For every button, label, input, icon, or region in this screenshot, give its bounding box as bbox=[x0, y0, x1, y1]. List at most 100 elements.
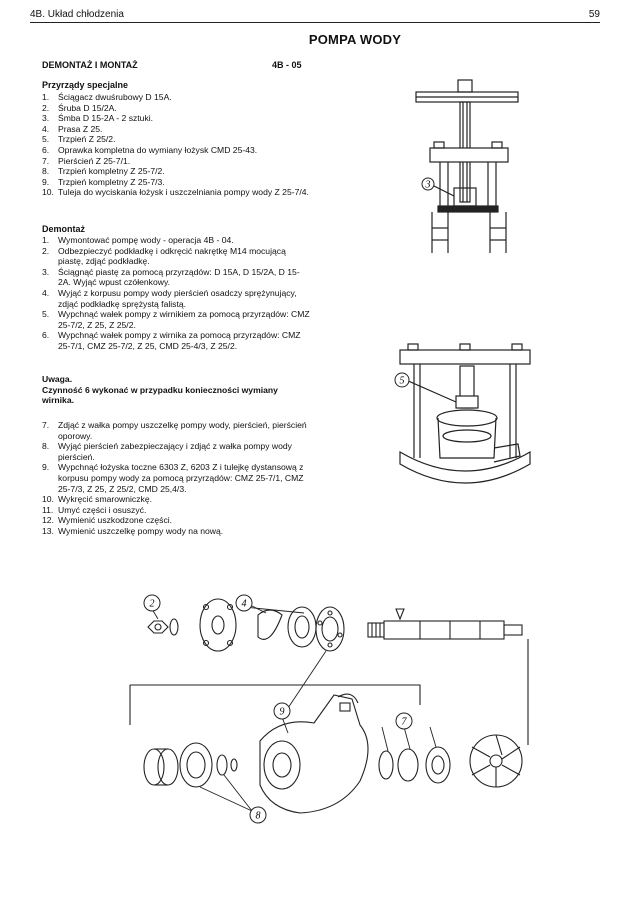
tool-item-text: Śmba D 15-2A - 2 sztuki. bbox=[58, 113, 154, 124]
svg-text:2: 2 bbox=[150, 599, 155, 610]
exploded-callouts: 2 4 9 7 8 bbox=[143, 594, 413, 824]
pump-housing bbox=[259, 694, 369, 814]
tool-item: 9.Trzpień kompletny Z 25-7/3. bbox=[42, 177, 310, 188]
svg-text:9: 9 bbox=[280, 707, 285, 718]
svg-text:5: 5 bbox=[400, 376, 405, 387]
demontaz-step-item: 2. Odbezpieczyć podkładkę i odkręcić nakr… bbox=[42, 246, 310, 267]
tool-item-text: Śruba D 15/2A. bbox=[58, 102, 117, 113]
tool-item-text: Ściągacz dwuśrubowy D 15A. bbox=[58, 92, 172, 102]
tool-item: 2. Śruba D 15/2A. bbox=[42, 103, 310, 114]
chapter-title: 4B. Układ chłodzenia bbox=[30, 9, 124, 20]
tool-item: 4. Prasa Z 25. bbox=[42, 124, 310, 135]
step-item-number: 7. bbox=[42, 420, 50, 430]
tool-item-number: 8. bbox=[42, 166, 50, 177]
demontaz-step-item-text: Wypchnąć wałek pompy z wirnikiem za pomo… bbox=[58, 309, 310, 330]
tool-item-text: Oprawka kompletna do wymiany łożysk CMD … bbox=[58, 144, 258, 155]
demontaz-step-item-text: Wymontować pompę wody - operacja 4B - 04… bbox=[58, 235, 234, 245]
step-item-number: 11. bbox=[42, 504, 54, 515]
page-title: POMPA WODY bbox=[308, 32, 402, 47]
demontaz-step-item-text: Ściągnąć piastę za pomocą przyrządów: D … bbox=[58, 266, 300, 288]
tool-item-text: Pierścień Z 25-7/1. bbox=[58, 155, 131, 166]
step-item-text: Wypchnąć łożyska toczne 6303 Z, 6203 Z i… bbox=[58, 462, 304, 494]
step-item: 8. Wyjąć pierścień zabezpieczający i zdją… bbox=[42, 441, 310, 462]
demontaz-step-item: 3. Ściągnąć piastę za pomocą przyrządów: … bbox=[42, 267, 310, 288]
tool-item-number: 9. bbox=[42, 176, 50, 187]
step-item-number: 12. bbox=[42, 515, 54, 526]
operation-code: 4B - 05 bbox=[272, 60, 302, 70]
step-item-text: Umyć części i osuszyć. bbox=[58, 504, 147, 515]
demontaz-step-item-number: 2. bbox=[42, 245, 50, 256]
puller-figure: 3 bbox=[415, 79, 519, 253]
callout-7: 7 bbox=[395, 712, 413, 730]
bearing-bottom bbox=[179, 742, 213, 788]
tool-item: 8. Trzpień kompletny Z 25-7/2. bbox=[42, 166, 310, 177]
demontaz-step-item-number: 1. bbox=[42, 235, 50, 245]
demontaz-step-item-number: 5. bbox=[42, 309, 50, 320]
tool-item-text: Tuleja do wyciskania łożysk i uszczelnia… bbox=[58, 187, 309, 198]
step-item: 9. Wypchnąć łożyska toczne 6303 Z, 6203 Z… bbox=[42, 462, 310, 494]
bearing-top bbox=[315, 606, 345, 652]
demontaz-heading: Demontaż bbox=[42, 224, 86, 234]
press-callout: 5 bbox=[394, 372, 410, 388]
step-item-text: Zdjąć z wałka pompy uszczelkę pompy wody… bbox=[58, 420, 307, 441]
tools-list: 1.Ściągacz dwuśrubowy D 15A.2. Śruba D 15… bbox=[42, 92, 310, 198]
step-item-number: 8. bbox=[42, 441, 50, 452]
hub-part bbox=[199, 598, 237, 652]
tool-item-text: Prasa Z 25. bbox=[58, 123, 103, 134]
step-item-text: Wykręcić smarowniczkę. bbox=[58, 494, 152, 505]
tool-item-number: 7. bbox=[42, 155, 50, 166]
step-item: 7. Zdjąć z wałka pompy uszczelkę pompy wo… bbox=[42, 420, 310, 441]
step-item-text: Wyjąć pierścień zabezpieczający i zdjąć … bbox=[58, 441, 292, 462]
page-number: 59 bbox=[588, 9, 600, 20]
callout-2: 2 bbox=[143, 594, 161, 612]
demontaz-step-item: 1. Wymontować pompę wody - operacja 4B - … bbox=[42, 235, 310, 246]
tool-item-number: 2. bbox=[42, 102, 50, 113]
section-heading: DEMONTAŻ I MONTAŻ bbox=[42, 60, 138, 70]
note-text: Czynność 6 wykonać w przypadku konieczno… bbox=[42, 384, 278, 406]
tool-item: 10. Tuleja do wyciskania łożysk i uszczel… bbox=[42, 187, 310, 198]
demontaz-step-item-number: 6. bbox=[42, 330, 50, 341]
step-item: 12. Wymienić uszkodzone części. bbox=[42, 515, 310, 526]
tool-item-text: Trzpień Z 25/2. bbox=[58, 134, 116, 145]
tool-item: 1.Ściągacz dwuśrubowy D 15A. bbox=[42, 92, 310, 103]
tool-item-number: 6. bbox=[42, 144, 50, 155]
pump-shaft bbox=[383, 620, 505, 640]
tool-item: 5. Trzpień Z 25/2. bbox=[42, 134, 310, 145]
demontaz-step-item-text: Wypchnąć wałek pompy z wirnika za pomocą… bbox=[58, 330, 301, 351]
demontaz-step-item-text: Wyjąć z korpusu pompy wody pierścień osa… bbox=[58, 287, 297, 309]
note-block: Uwaga. Czynność 6 wykonać w przypadku ko… bbox=[42, 374, 312, 406]
callout-4: 4 bbox=[235, 594, 253, 612]
step-item-number: 13. bbox=[42, 525, 54, 536]
step-item-number: 10. bbox=[42, 494, 54, 505]
note-heading: Uwaga. bbox=[42, 374, 73, 384]
header-rule bbox=[30, 22, 600, 23]
step-item: 10. Wykręcić smarowniczkę. bbox=[42, 494, 310, 505]
tool-item-text: Trzpień kompletny Z 25-7/2. bbox=[58, 166, 165, 177]
tool-item: 3. Śmba D 15-2A - 2 sztuki. bbox=[42, 113, 310, 124]
puller-callout: 3 bbox=[421, 177, 435, 191]
step-item-text: Wymienić uszkodzone części. bbox=[58, 515, 173, 526]
callout-9: 9 bbox=[273, 702, 291, 720]
demontaz-list: 1. Wymontować pompę wody - operacja 4B - … bbox=[42, 235, 310, 352]
demontaz-step-item-text: Odbezpieczyć podkładkę i odkręcić nakręt… bbox=[58, 245, 286, 267]
callout-8: 8 bbox=[249, 806, 267, 824]
svg-text:7: 7 bbox=[402, 717, 408, 728]
tools-heading: Przyrządy specjalne bbox=[42, 80, 129, 90]
demontaz-step-item: 5. Wypchnąć wałek pompy z wirnikiem za po… bbox=[42, 309, 310, 330]
tool-item-number: 10. bbox=[42, 187, 54, 198]
tool-item-number: 5. bbox=[42, 134, 50, 145]
tool-item: 7. Pierścień Z 25-7/1. bbox=[42, 156, 310, 167]
press-figure: 5 bbox=[394, 343, 531, 484]
demontaz-step-item: 6. Wypchnąć wałek pompy z wirnika za pomo… bbox=[42, 330, 310, 351]
svg-text:8: 8 bbox=[256, 811, 261, 822]
step-item: 13.Wymienić uszczelkę pompy wody na nową… bbox=[42, 526, 310, 537]
svg-text:4: 4 bbox=[242, 599, 247, 610]
tool-item: 6. Oprawka kompletna do wymiany łożysk CM… bbox=[42, 145, 310, 156]
step-item-number: 9. bbox=[42, 462, 50, 473]
step-item: 11. Umyć części i osuszyć. bbox=[42, 505, 310, 516]
exploded-view-figure: 2 4 9 7 8 bbox=[129, 594, 529, 824]
tool-item-number: 3. bbox=[42, 113, 50, 124]
steps-list: 7. Zdjąć z wałka pompy uszczelkę pompy wo… bbox=[42, 420, 310, 537]
demontaz-step-item-number: 3. bbox=[42, 266, 50, 277]
tool-item-number: 4. bbox=[42, 123, 50, 134]
